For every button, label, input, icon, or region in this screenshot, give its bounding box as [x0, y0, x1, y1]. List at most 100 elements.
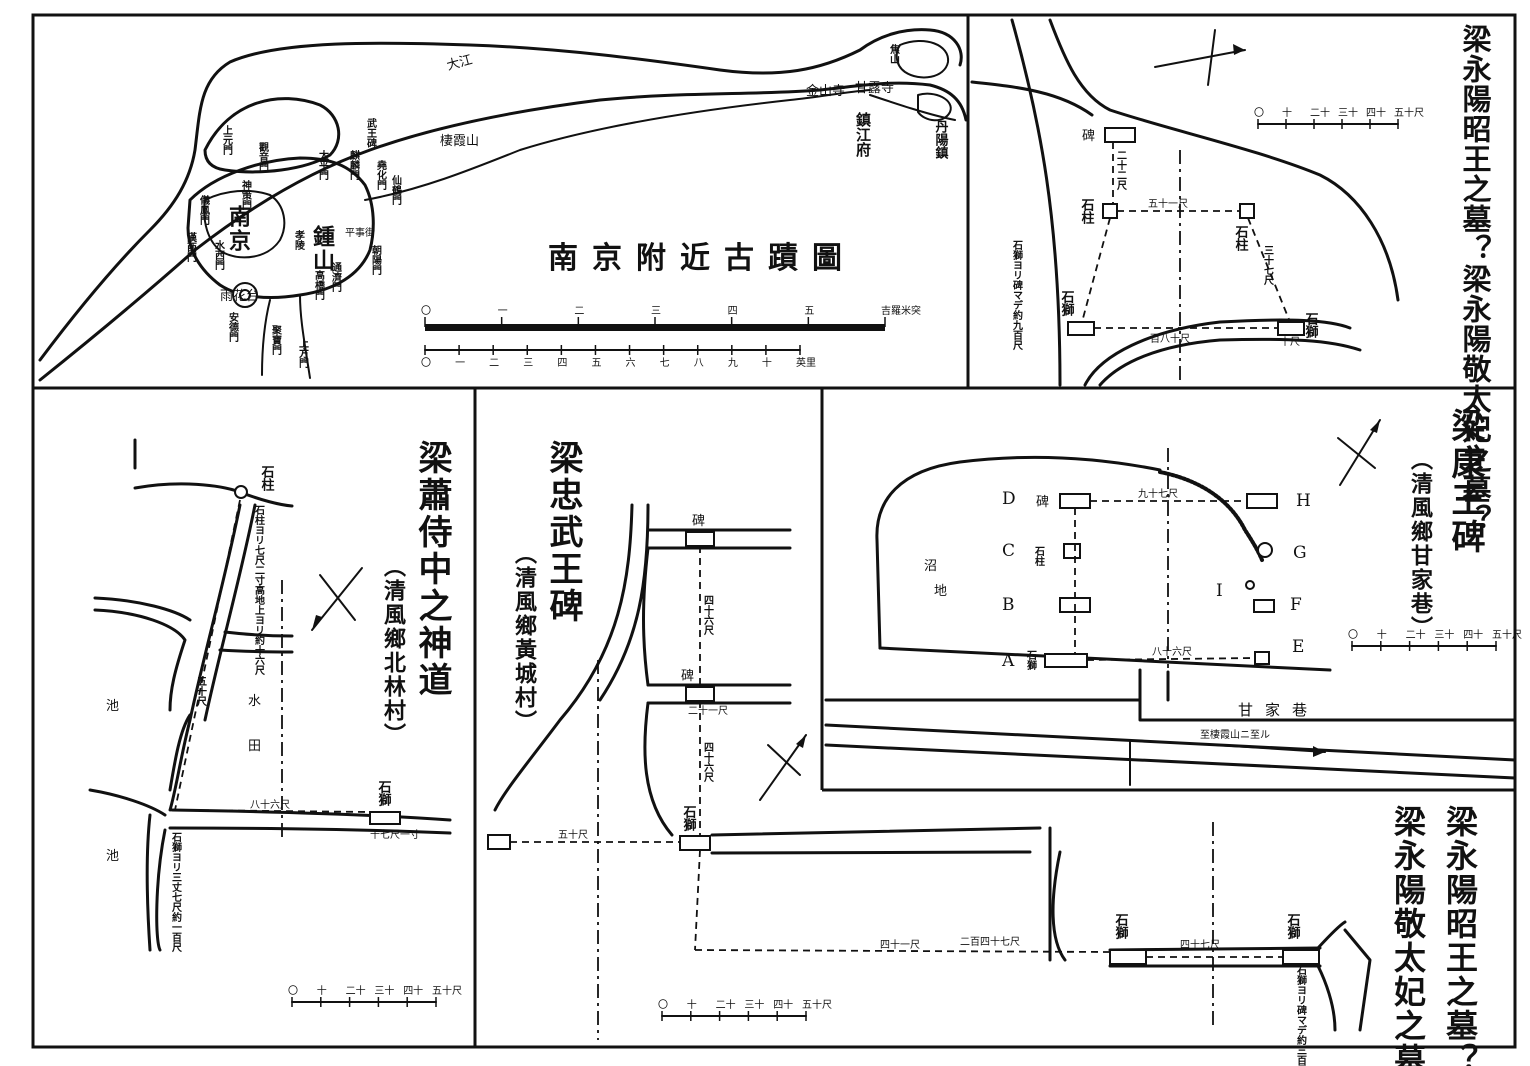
panel-zhaowang-bottom: 石獅 石獅 四十七尺 二百四十七尺 石獅ヨリ碑マデ約三百尺 梁永陽昭王之墓？ 梁…: [960, 805, 1479, 1066]
scale-label: 四: [728, 306, 738, 317]
dist-180: 百八十尺: [1150, 332, 1190, 345]
kangwang-letter-F: F: [1290, 595, 1302, 615]
scale-label: 〇: [288, 985, 298, 997]
panel-xiao-shinto: 石柱 石獅 水 田 池 池 八十六尺 五十尺 石柱ヨリ七尺二寸高地上ヨリ約十六尺…: [88, 438, 462, 1007]
panel-zhongwu: 碑 碑 石獅 四十六尺 四十六尺 五十尺 二十一尺 四十一尺 梁忠武王碑 （清風…: [487, 440, 1111, 1040]
label-kang-marsh-1: 沼: [924, 559, 937, 574]
river-bank-south: [38, 81, 968, 382]
label-xiao-lion-dim: 十七尺一寸: [370, 828, 420, 841]
zhaowang-top-scale: 〇十二十三十四十五十尺: [1254, 106, 1424, 129]
xiao-subtitle: （清風鄉北林村）: [380, 555, 406, 747]
scale-label: 五十尺: [1394, 106, 1424, 119]
kangwang-title: 梁康王碑: [1445, 408, 1485, 556]
scale-label: 英里: [796, 356, 816, 369]
road-south: [299, 294, 311, 379]
label-zhenjiang: 鎮江府: [854, 111, 872, 158]
label-xiao-lion: 石獅: [376, 780, 393, 807]
panel-zhaowang-top: 碑 石柱 石柱 石獅 石獅 二十二尺 三十七尺 五十一尺 百八十尺 十尺 石獅ヨ…: [970, 18, 1493, 534]
xiao-title: 梁蕭侍中之神道: [412, 440, 453, 699]
label-kang-marsh-2: 地: [934, 584, 947, 599]
scale-label: 七: [660, 357, 670, 369]
label-qixia: 棲霞山: [440, 134, 479, 149]
xiao-scale: 〇十二十三十四十五十尺: [288, 984, 462, 1007]
label-xiao-pillar: 石柱: [259, 465, 276, 492]
lion-marker-right: [1277, 321, 1305, 336]
pillar-marker-left: [1102, 203, 1118, 219]
scale-label: 二十: [716, 998, 736, 1011]
label-xiao-dist-86: 八十六尺: [250, 798, 290, 811]
kangwang-letter-B: B: [1002, 595, 1015, 615]
kangwang-D-marker: [1059, 493, 1091, 509]
label-zhongwu-lion: 石獅: [681, 805, 698, 832]
scale-label: 十: [687, 998, 697, 1011]
scale-label: 三: [651, 306, 661, 317]
zhongwu-stele-marker-1: [685, 531, 715, 547]
kang-dist-97: 九十七尺: [1138, 487, 1178, 500]
label-jubao: 聚寶門: [270, 325, 283, 356]
kangwang-H-marker: [1246, 493, 1278, 509]
label-kang-village: 甘家巷: [1238, 701, 1319, 719]
kangwang-letter-D: D: [1002, 489, 1016, 509]
scale-label: 二: [489, 358, 499, 369]
label-pond-1: 池: [106, 699, 119, 714]
dist-51: 五十一尺: [1148, 197, 1188, 210]
page-frame: [31, 13, 1517, 1049]
scale-label: 〇: [1254, 107, 1264, 119]
label-shuixi: 水西門: [213, 239, 226, 271]
kangwang-scale: 〇十二十三十四十五十尺: [1348, 628, 1522, 651]
zhongwu-dist-1: 四十六尺: [702, 595, 714, 636]
label-tongji: 通濟門: [330, 262, 342, 293]
scale-label: 八: [694, 358, 704, 369]
label-pond-2: 池: [106, 849, 119, 864]
label-lion-right: 石獅: [1303, 312, 1320, 339]
north-arrow-xiao: [311, 567, 363, 631]
label-shence: 神策門: [240, 179, 252, 211]
label-shangfang: 上方門: [297, 337, 309, 369]
river-bank-inner: [203, 97, 341, 174]
kang-dist-86: 八十六尺: [1152, 645, 1192, 658]
label-yaohua: 堯化門: [375, 159, 388, 191]
label-anderm: 安德門: [227, 311, 240, 343]
scale-label: 三十: [1434, 628, 1454, 641]
xiao-pillar-marker: [234, 485, 248, 499]
zb-lion-marker-2: [1282, 949, 1320, 965]
dist-10: 十尺: [1280, 335, 1300, 348]
label-stele: 碑: [1082, 128, 1095, 144]
label-kang-A-lion: 石獅: [1025, 650, 1038, 671]
scale-label: 四十: [773, 998, 793, 1011]
scale-label: 〇: [421, 357, 431, 369]
scale-label: 六: [626, 357, 636, 369]
scale-label: 一: [455, 358, 465, 369]
label-kang-road: 至棲霞山ニ至ル: [1200, 728, 1270, 741]
zb-note: 石獅ヨリ碑マデ約三百尺: [1295, 965, 1308, 1066]
scale-label: 三十: [1338, 106, 1358, 119]
label-yuhuatai: 雨花台: [220, 288, 259, 304]
label-xiao-note-top: 石柱ヨリ七尺二寸高地上ヨリ約十六尺: [253, 505, 266, 676]
scale-label: 十: [1377, 628, 1387, 641]
label-paddy-2: 田: [248, 739, 261, 754]
label-paddy-1: 水: [248, 694, 261, 709]
scale-label: 十: [317, 984, 327, 997]
label-zb-lion-1: 石獅: [1113, 913, 1130, 940]
scale-label: 四十: [1366, 106, 1386, 119]
label-jinshan: 金山寺: [806, 83, 845, 99]
kangwang-letter-I: I: [1216, 581, 1223, 601]
label-zhongshan: 鍾山: [309, 224, 335, 273]
label-pillar-left: 石柱: [1079, 198, 1096, 225]
label-river: 大江: [445, 53, 474, 74]
zb-lion-marker-1: [1109, 949, 1147, 965]
scale-label: 二十: [1310, 106, 1330, 119]
scale-label: 一: [498, 306, 508, 317]
label-zhongwu-stele-2: 碑: [681, 668, 694, 684]
nanjing-map-title: 南京附近古蹟圖: [548, 241, 856, 276]
kangwang-letter-H: H: [1296, 491, 1311, 511]
panel-nanjing-map: 大江 南京 鍾山 鎮江府 丹陽鎮 甘露寺 金山寺 焦山 棲霞山 上元門 觀音門 …: [38, 28, 968, 382]
scale-label: 〇: [1348, 629, 1358, 641]
label-taiping: 太平門: [317, 149, 330, 181]
dist-22: 二十二尺: [1115, 150, 1127, 191]
kangwang-F-marker: [1253, 599, 1275, 613]
zb-dist-2: 二百四十七尺: [960, 935, 1020, 948]
kangwang-C-marker: [1063, 543, 1081, 559]
label-ganlu: 甘露寺: [855, 81, 894, 96]
